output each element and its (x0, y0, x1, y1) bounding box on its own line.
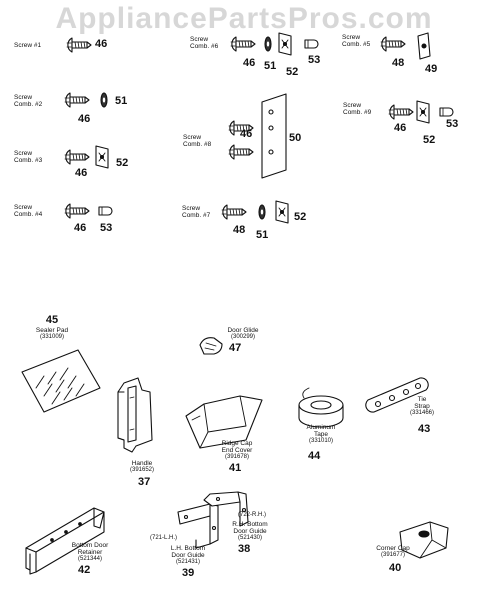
ref-49-comb-5: 49 (425, 63, 438, 75)
ref-47: 47 (229, 342, 242, 354)
screw-comb-7-label-2: Comb. #7 (182, 212, 211, 219)
ref-37: 37 (138, 476, 151, 488)
ref-46-comb-3: 46 (75, 167, 88, 179)
screw-comb-8-label-2: Comb. #8 (183, 141, 212, 148)
ref-52-comb-3: 52 (116, 157, 129, 169)
ref-50-comb-8: 50 (289, 132, 302, 144)
ref-52-comb-6: 52 (286, 66, 299, 78)
aluminum-tape-part-number: (331010) (308, 438, 334, 444)
rh-guide-label-2: Door Guide (233, 528, 267, 535)
screw-comb-7-icon (221, 200, 289, 224)
tie-strap-icon (365, 377, 429, 413)
sealer-pad-label: Sealer Pad (35, 327, 69, 334)
bottom-door-retainer-icon (25, 507, 105, 575)
rh-guide-part-number: (521430) (237, 535, 263, 541)
screw-comb-4-label-2: Comb. #4 (14, 211, 43, 218)
ridge-cap-label-1: Ridge Cap (221, 440, 253, 447)
handle-label: Handle (131, 460, 153, 467)
door-glide-part-number: (300299) (230, 334, 256, 340)
ref-40: 40 (389, 562, 402, 574)
screw-comb-3-icon (64, 145, 109, 169)
lh-guide-label-1: L.H. Bottom (170, 545, 206, 552)
screw-comb-9-label-2: Comb. #9 (343, 109, 372, 116)
screw-comb-4-label-1: Screw (14, 204, 33, 211)
sealer-pad-part-number: (331009) (39, 334, 65, 340)
ref-48-comb-5: 48 (392, 57, 405, 69)
screw-comb-5-icon (380, 32, 431, 60)
screw-comb-2-label-1: Screw (14, 94, 33, 101)
ref-46-comb-6: 46 (243, 57, 256, 69)
corner-cap-label: Corner Cap (376, 545, 410, 552)
screw-comb-6-label-2: Comb. #6 (190, 43, 219, 50)
ref-51-comb-6: 51 (264, 60, 277, 72)
screw-comb-2-icon (64, 92, 108, 108)
ref-53-comb-4: 53 (100, 222, 113, 234)
screw-comb-5-label-1: Screw (342, 34, 361, 41)
ref-38: 38 (238, 543, 251, 555)
ref-53-comb-6: 53 (308, 54, 321, 66)
ref-52-comb-9: 52 (423, 134, 436, 146)
ridge-cap-label-2: End Cover (221, 447, 253, 454)
lh-guide-label-2: Door Guide (171, 552, 205, 559)
screw-comb-9-icon (388, 100, 454, 124)
screw-comb-3-label-2: Comb. #3 (14, 157, 43, 164)
ref-41: 41 (229, 462, 242, 474)
tie-strap-label-1: Tie (417, 396, 427, 403)
aluminum-tape-label-2: Tape (313, 431, 329, 438)
screw-comb-9-label-1: Screw (343, 102, 362, 109)
handle-icon (117, 377, 153, 453)
screw-comb-6-label-1: Screw (190, 36, 209, 43)
tie-strap-label-2: Strap (414, 403, 430, 410)
ref-53-comb-9: 53 (446, 118, 459, 130)
ref-46-comb-2: 46 (78, 113, 91, 125)
aluminum-tape-label-1: Aluminum (306, 424, 336, 431)
ref-51-comb-2: 51 (115, 95, 128, 107)
sealer-pad-icon (21, 349, 101, 413)
ref-43: 43 (418, 423, 431, 435)
aluminum-tape-icon (298, 387, 344, 428)
rh-bottom-door-guide-icon (203, 491, 249, 527)
screw-comb-6-icon (230, 32, 319, 56)
ref-39: 39 (182, 567, 195, 579)
bottom-retainer-label-1: Bottom Door (71, 542, 109, 549)
screw-1-icon (66, 37, 92, 53)
ref-46-comb-4: 46 (74, 222, 87, 234)
door-glide-icon (199, 337, 223, 355)
corner-cap-part-number: (391677) (380, 552, 406, 558)
ridge-cap-end-cover-icon (185, 395, 263, 449)
ref-46-comb-9: 46 (394, 122, 407, 134)
lh-guide-side: (721-L.H.) (150, 535, 178, 541)
ridge-cap-part-number: (391678) (224, 454, 250, 460)
screw-comb-5-label-2: Comb. #5 (342, 41, 371, 48)
ref-46-comb-8: 46 (240, 128, 253, 140)
ref-48-comb-7: 48 (233, 224, 246, 236)
lh-guide-part-number: (521431) (175, 559, 201, 565)
ref-52-comb-7: 52 (294, 211, 307, 223)
screw-1-label: Screw #1 (14, 42, 42, 49)
screw-comb-3-label-1: Screw (14, 150, 33, 157)
screw-comb-2-label-2: Comb. #2 (14, 101, 43, 108)
door-glide-label: Door Glide (227, 327, 259, 334)
tie-strap-part-number: (331466) (409, 410, 435, 416)
rh-guide-side: (722-R.H.) (238, 512, 267, 518)
ref-51-comb-7: 51 (256, 229, 269, 241)
screw-comb-4-icon (64, 203, 113, 219)
screw-comb-8-icon (228, 93, 287, 179)
ref-46-screw-1: 46 (95, 38, 108, 50)
screw-comb-7-label-1: Screw (182, 205, 201, 212)
corner-cap-icon (399, 521, 449, 559)
bottom-retainer-part-number: (521344) (77, 556, 103, 562)
rh-guide-label-1: R.H. Bottom (232, 521, 268, 528)
screw-comb-8-label-1: Screw (183, 134, 202, 141)
bottom-retainer-label-2: Retainer (77, 549, 103, 556)
ref-45: 45 (45, 314, 59, 326)
handle-part-number: (391652) (129, 467, 155, 473)
ref-44: 44 (308, 450, 321, 462)
lh-bottom-door-guide-icon (177, 503, 219, 549)
ref-42: 42 (78, 564, 91, 576)
